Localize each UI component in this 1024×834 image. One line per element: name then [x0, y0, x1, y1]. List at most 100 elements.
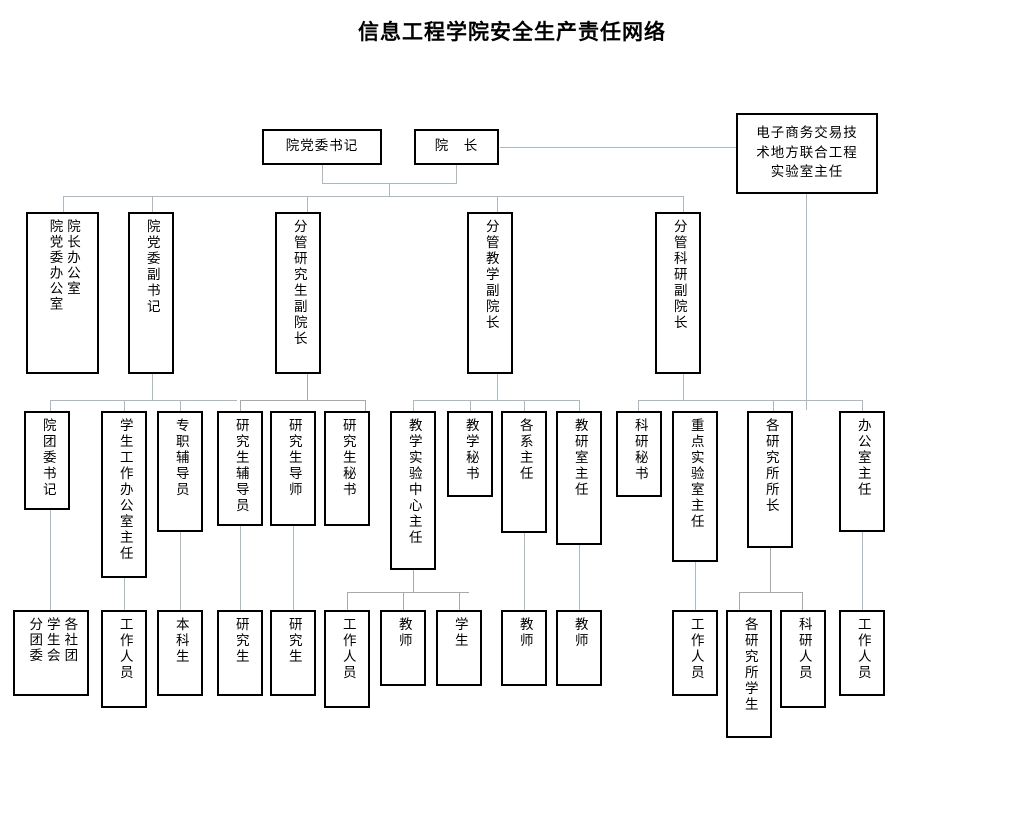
- node-staff-2[interactable]: 工作人员: [324, 610, 370, 708]
- connector: [739, 592, 741, 610]
- connector: [683, 196, 685, 212]
- node-party-secretary[interactable]: 院党委书记: [262, 129, 382, 165]
- connector: [152, 374, 154, 400]
- node-full-time-counselor[interactable]: 专职辅导员: [157, 411, 203, 532]
- connector: [403, 592, 405, 610]
- node-label: 科研秘书: [631, 418, 648, 482]
- node-label: 研究生秘书: [339, 418, 356, 498]
- node-label: 分管科研副院长: [670, 219, 687, 331]
- node-staff-1[interactable]: 工作人员: [101, 610, 147, 708]
- node-students-1[interactable]: 学生: [436, 610, 482, 686]
- connector: [365, 400, 367, 411]
- node-research-secretary[interactable]: 科研秘书: [616, 411, 662, 497]
- node-label: 工作人员: [687, 617, 704, 681]
- node-label: 院团委书记: [39, 418, 56, 498]
- connector: [413, 400, 579, 402]
- node-label: 学生工作办公室主任: [116, 418, 133, 562]
- node-label: 院党委副书记: [143, 219, 160, 315]
- node-label: 教学秘书: [462, 418, 479, 482]
- connector: [307, 374, 309, 400]
- node-label: 院长办公室 院党委办公室: [46, 219, 81, 312]
- node-dean-office[interactable]: 院长办公室 院党委办公室: [26, 212, 99, 374]
- page-title: 信息工程学院安全生产责任网络: [358, 20, 666, 44]
- connector: [124, 400, 126, 411]
- connector: [347, 592, 469, 594]
- node-institute-directors[interactable]: 各研究所所长: [747, 411, 793, 548]
- node-label: 研究生: [232, 617, 249, 665]
- connector: [293, 526, 295, 610]
- node-label: 研究生: [285, 617, 302, 665]
- node-graduates-2[interactable]: 研究生: [270, 610, 316, 696]
- node-key-lab-director[interactable]: 重点实验室主任: [672, 411, 718, 562]
- connector: [180, 532, 182, 610]
- node-dept-heads[interactable]: 各系主任: [501, 411, 547, 533]
- node-grad-counselor[interactable]: 研究生辅导员: [217, 411, 263, 526]
- node-label: 各社团 学生会 分团委: [26, 617, 78, 664]
- node-label: 专职辅导员: [172, 418, 189, 498]
- connector: [739, 592, 802, 594]
- node-vp-research[interactable]: 分管科研副院长: [655, 212, 701, 374]
- node-label: 科研人员: [795, 617, 812, 681]
- connector: [456, 165, 458, 183]
- node-student-affairs-head[interactable]: 学生工作办公室主任: [101, 411, 147, 578]
- node-staff-3[interactable]: 工作人员: [672, 610, 718, 696]
- node-label: 各系主任: [516, 418, 533, 482]
- connector: [50, 510, 52, 610]
- connector: [470, 400, 472, 411]
- node-dean[interactable]: 院 长: [414, 129, 499, 165]
- connector: [500, 147, 736, 149]
- node-label: 各研究所所长: [762, 418, 779, 514]
- node-label: 教学实验中心主任: [405, 418, 422, 546]
- node-teaching-office-head[interactable]: 教研室主任: [556, 411, 602, 545]
- node-label: 电子商务交易技 术地方联合工程 实验室主任: [756, 125, 858, 181]
- connector: [63, 196, 683, 198]
- connector: [802, 592, 804, 610]
- node-vp-teaching[interactable]: 分管教学副院长: [467, 212, 513, 374]
- node-label: 分管教学副院长: [482, 219, 499, 331]
- connector: [124, 578, 126, 610]
- connector: [497, 374, 499, 400]
- node-office-director[interactable]: 办公室主任: [839, 411, 885, 532]
- node-teaching-lab-director[interactable]: 教学实验中心主任: [390, 411, 436, 570]
- node-label: 重点实验室主任: [687, 418, 704, 530]
- node-label: 工作人员: [116, 617, 133, 681]
- connector: [524, 400, 526, 411]
- node-label: 办公室主任: [854, 418, 871, 498]
- node-youth-league-secretary[interactable]: 院团委书记: [24, 411, 70, 510]
- node-grad-supervisor[interactable]: 研究生导师: [270, 411, 316, 526]
- node-teachers-1[interactable]: 教师: [380, 610, 426, 686]
- connector: [180, 400, 182, 411]
- connector: [773, 400, 775, 411]
- connector: [524, 533, 526, 610]
- node-student-orgs[interactable]: 各社团 学生会 分团委: [13, 610, 89, 696]
- node-label: 教师: [571, 617, 588, 649]
- connector: [240, 526, 242, 610]
- connector: [862, 532, 864, 610]
- node-graduates-1[interactable]: 研究生: [217, 610, 263, 696]
- node-teachers-2[interactable]: 教师: [501, 610, 547, 686]
- connector: [50, 400, 237, 402]
- node-deputy-party-secretary[interactable]: 院党委副书记: [128, 212, 174, 374]
- node-teaching-secretary[interactable]: 教学秘书: [447, 411, 493, 497]
- connector: [413, 570, 415, 592]
- node-label: 各研究所学生: [741, 617, 758, 713]
- connector: [307, 196, 309, 212]
- node-research-staff[interactable]: 科研人员: [780, 610, 826, 708]
- connector: [240, 400, 365, 402]
- node-teachers-3[interactable]: 教师: [556, 610, 602, 686]
- connector: [389, 183, 391, 197]
- node-label: 工作人员: [339, 617, 356, 681]
- node-undergraduates[interactable]: 本科生: [157, 610, 203, 696]
- node-label: 学生: [451, 617, 468, 649]
- connector: [240, 400, 242, 411]
- connector: [770, 548, 772, 592]
- node-institute-students[interactable]: 各研究所学生: [726, 610, 772, 738]
- node-ecommerce-lab-director[interactable]: 电子商务交易技 术地方联合工程 实验室主任: [736, 113, 878, 194]
- node-label: 工作人员: [854, 617, 871, 681]
- node-label: 院 长: [434, 138, 479, 155]
- node-grad-secretary[interactable]: 研究生秘书: [324, 411, 370, 526]
- node-vp-graduate[interactable]: 分管研究生副院长: [275, 212, 321, 374]
- connector: [152, 196, 154, 212]
- node-staff-4[interactable]: 工作人员: [839, 610, 885, 696]
